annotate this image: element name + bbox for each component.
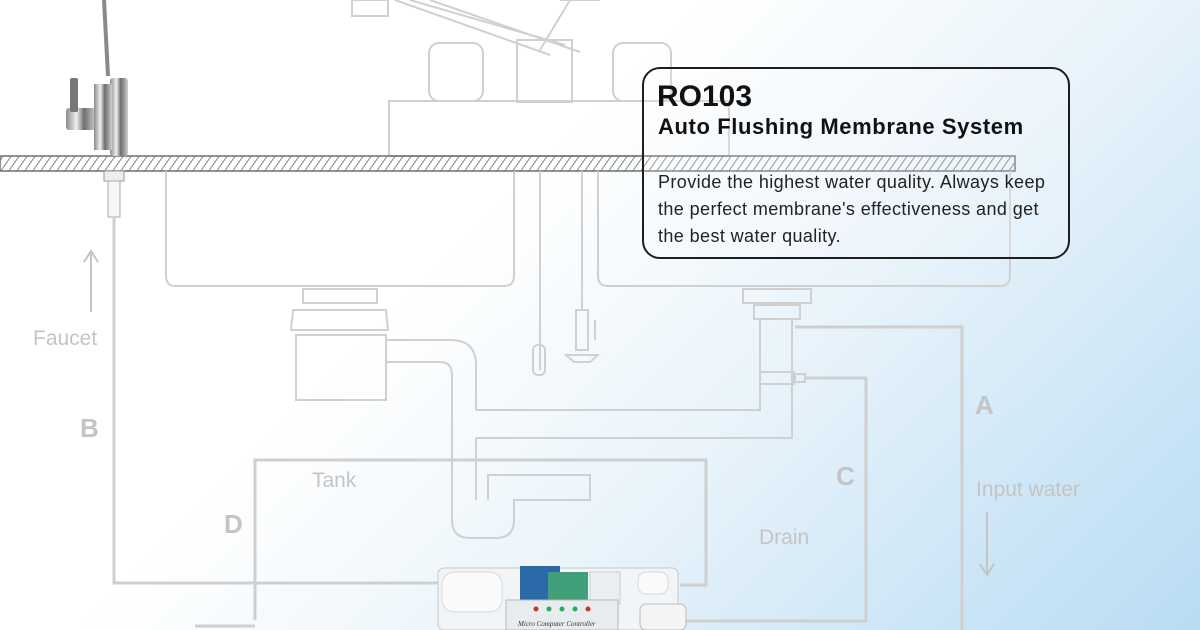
product-description: Provide the highest water quality. Alway…	[658, 172, 1046, 246]
sink-basins	[165, 171, 1011, 376]
ro-filter-unit: Micro Computer Controller	[437, 566, 687, 630]
drain-pipes	[386, 288, 812, 539]
product-subtitle: Auto Flushing Membrane System	[658, 114, 1024, 139]
letter-b-label: B	[80, 413, 99, 443]
faucet-label: Faucet	[33, 327, 98, 350]
countertop	[0, 155, 1016, 172]
ro-faucet	[66, 0, 128, 218]
controller-label: Micro Computer Controller	[517, 620, 596, 628]
line-c	[680, 376, 868, 623]
drain-label: Drain	[759, 526, 810, 549]
line-b	[112, 217, 440, 585]
product-model: RO103	[657, 80, 753, 113]
line-a	[795, 325, 964, 630]
garbage-disposal	[289, 288, 390, 401]
input-water-arrow	[979, 512, 995, 577]
product-info-box	[642, 67, 1070, 259]
input-water-label: Input water	[976, 478, 1080, 501]
letter-a-label: A	[975, 390, 994, 420]
letter-c-label: C	[836, 461, 855, 491]
line-d	[253, 458, 708, 620]
tubing-lines	[112, 217, 964, 630]
letter-d-label: D	[224, 509, 243, 539]
tank-label: Tank	[312, 469, 357, 492]
faucet-arrow	[83, 249, 99, 312]
